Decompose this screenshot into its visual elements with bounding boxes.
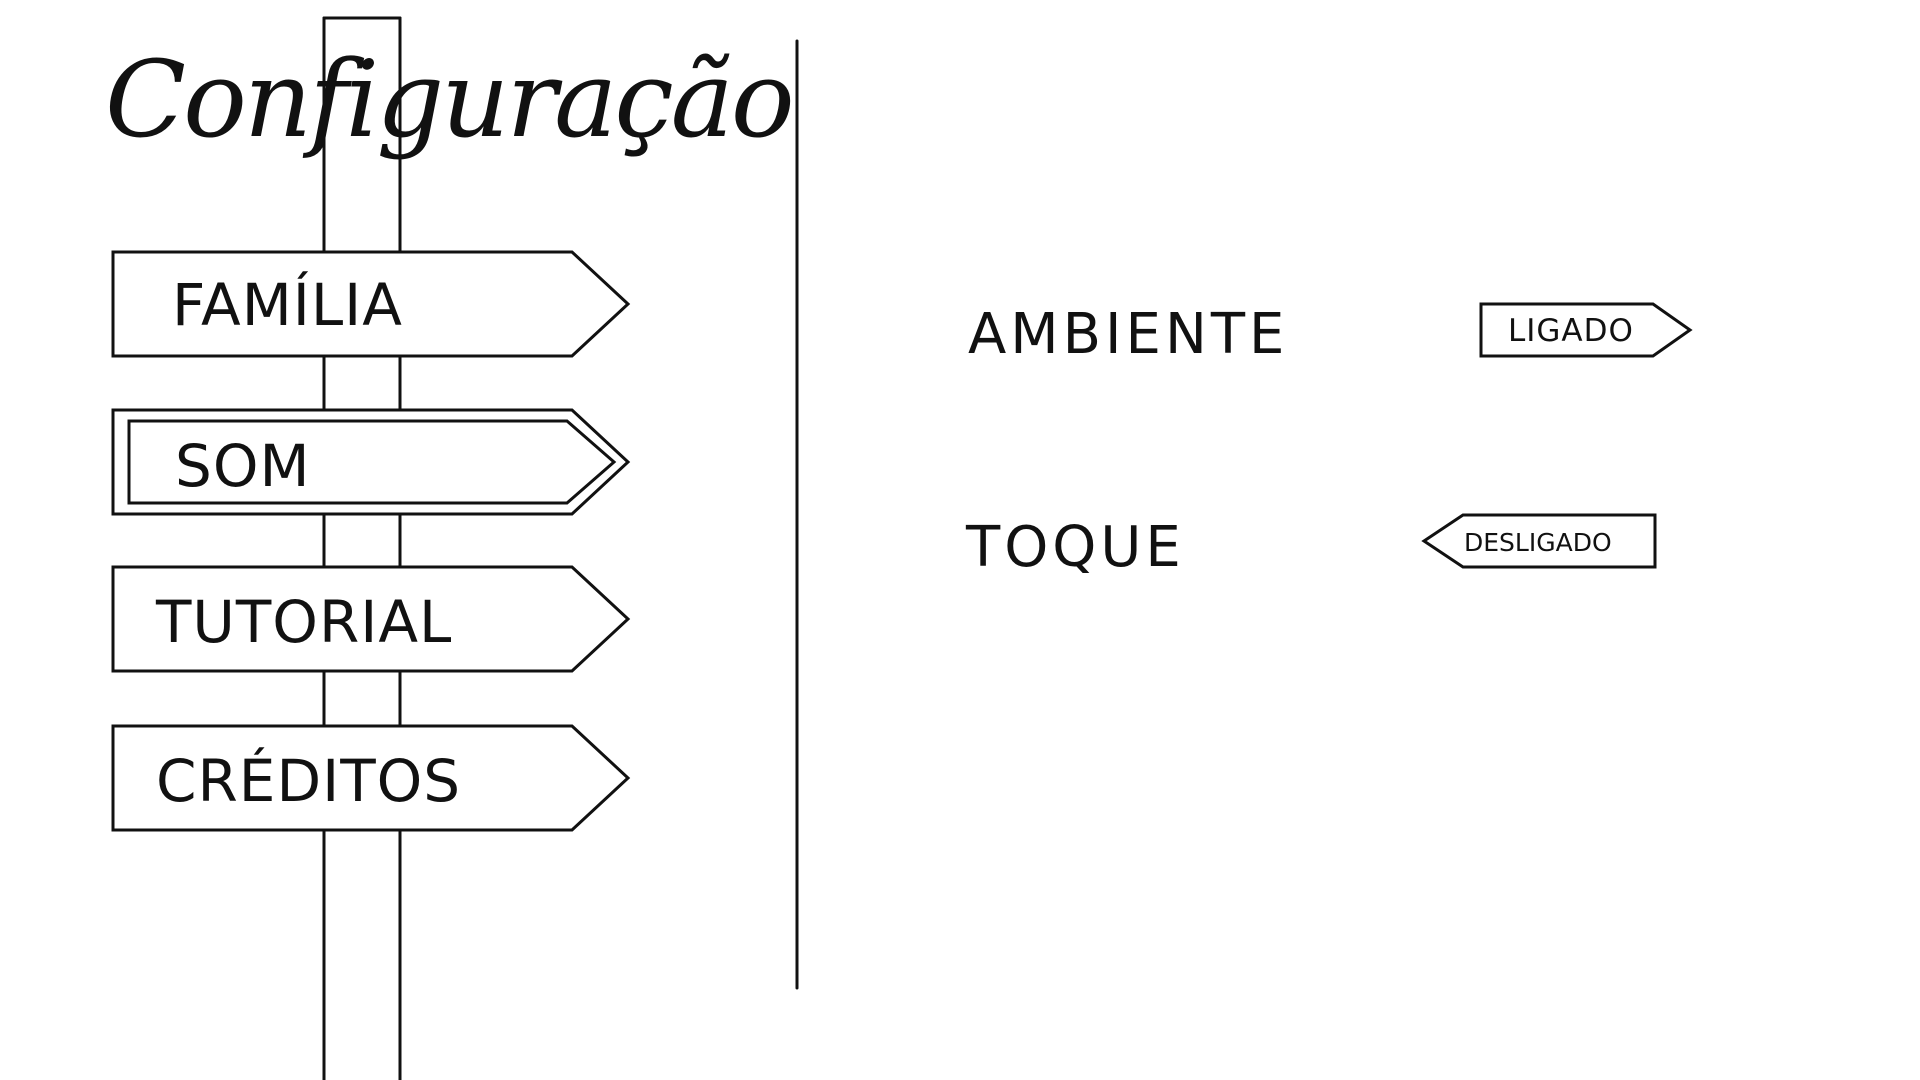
ambiente-toggle-arrow [1479,302,1693,358]
toque-setting-row: TOQUE DESLIGADO [965,513,1657,580]
creditos-sign-arrow [111,724,631,832]
som-selected-inner-outline [127,419,617,505]
familia-sign-arrow [111,250,631,358]
toque-toggle-label: DESLIGADO [1464,528,1612,557]
ambiente-toggle-button[interactable]: LIGADO [1479,302,1693,358]
toque-toggle-arrow [1421,513,1657,569]
som-sign-label: SOM [175,432,311,500]
toque-toggle-button[interactable]: DESLIGADO [1421,513,1657,569]
tutorial-sign-label: TUTORIAL [155,588,452,656]
ambiente-setting-label: AMBIENTE [968,302,1288,367]
ambiente-toggle-label: LIGADO [1508,313,1634,349]
menu-item-som[interactable]: SOM [111,408,631,516]
menu-item-familia[interactable]: FAMÍLIA [111,250,631,358]
creditos-sign-label: CRÉDITOS [156,746,461,815]
tutorial-sign-arrow [111,565,631,673]
familia-sign-label: FAMÍLIA [172,270,403,339]
page-title: Configuração [105,38,792,161]
toque-setting-label: TOQUE [965,515,1185,580]
ambiente-setting-row: AMBIENTE LIGADO [968,302,1693,367]
menu-item-creditos[interactable]: CRÉDITOS [111,724,631,832]
sign-post [322,16,402,1080]
menu-item-tutorial[interactable]: TUTORIAL [111,565,631,673]
